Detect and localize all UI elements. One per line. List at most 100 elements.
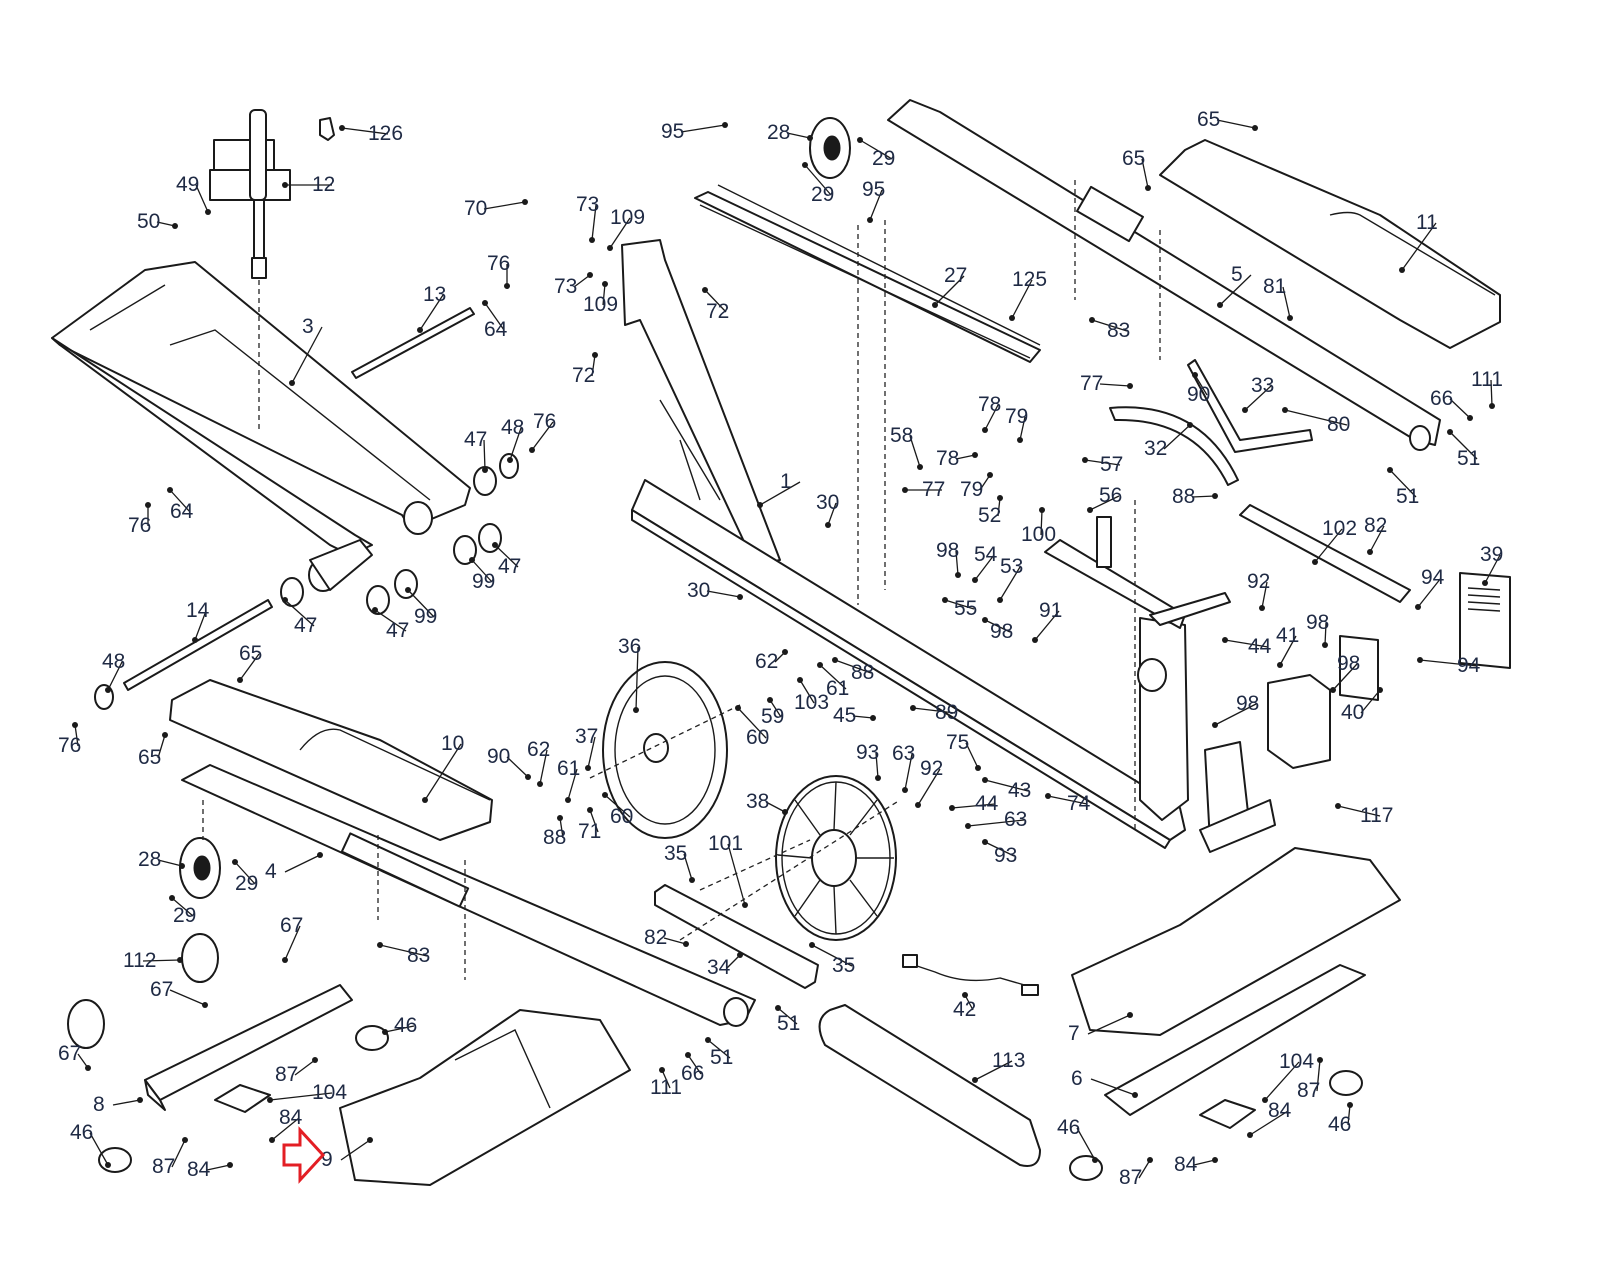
fastener-70 [522, 199, 528, 205]
leader-line-60 [604, 794, 631, 818]
leader-line-28 [786, 132, 811, 139]
part-label-79: 79 [1005, 405, 1028, 428]
fastener-98 [955, 572, 961, 578]
leader-line-104 [269, 1092, 333, 1101]
part-label-65: 65 [138, 746, 161, 769]
fastener-99 [405, 587, 411, 593]
part-label-46: 46 [70, 1121, 93, 1144]
leader-line-90 [506, 756, 529, 778]
fastener-98 [1212, 722, 1218, 728]
part-28-hub-bottom [193, 855, 211, 881]
fastener-13 [417, 327, 423, 333]
fastener-72 [592, 352, 598, 358]
fastener-84 [1247, 1132, 1253, 1138]
fastener-30 [737, 594, 743, 600]
fastener-111 [659, 1067, 665, 1073]
fastener-59 [767, 697, 773, 703]
part-10-footpad [299, 728, 491, 801]
fastener-1 [757, 502, 763, 508]
part-3-groove [89, 284, 431, 501]
part-label-103: 103 [794, 691, 829, 714]
part-label-63: 63 [1004, 808, 1027, 831]
fastener-55 [942, 597, 948, 603]
leader-line-98 [1214, 703, 1257, 726]
leader-line-52 [997, 497, 1001, 517]
part-10-pedal [169, 679, 493, 841]
fastener-63 [965, 823, 971, 829]
part-label-90: 90 [1187, 383, 1210, 406]
leader-line-93 [875, 752, 879, 779]
part-label-30: 30 [816, 491, 839, 514]
part-39-vents [1467, 587, 1501, 612]
fastener-51 [1387, 467, 1393, 473]
part-label-82: 82 [1364, 514, 1387, 537]
fastener-65 [1145, 185, 1151, 191]
part-label-76: 76 [58, 734, 81, 757]
part-label-87: 87 [1297, 1079, 1320, 1102]
part-3-tube-end [403, 501, 433, 535]
part-label-65: 65 [1122, 147, 1145, 170]
part-label-36: 36 [618, 635, 641, 658]
fastener-51 [705, 1037, 711, 1043]
leader-line-45 [852, 715, 874, 719]
leader-line-76 [74, 724, 79, 747]
part-46-foot-b [98, 1147, 132, 1173]
part-label-29: 29 [872, 147, 895, 170]
part-label-64: 64 [484, 318, 508, 341]
fastener-75 [975, 765, 981, 771]
fastener-36 [633, 707, 639, 713]
part-102-bracket [1239, 504, 1411, 603]
part-label-35: 35 [832, 954, 855, 977]
fastener-125 [1009, 315, 1015, 321]
fastener-61 [565, 797, 571, 803]
leader-line-72 [591, 354, 596, 377]
part-label-67: 67 [280, 914, 303, 937]
leader-line-27 [934, 275, 965, 306]
leader-line-57 [1084, 459, 1121, 466]
fastener-88 [1212, 493, 1218, 499]
leader-line-9 [340, 1139, 371, 1161]
part-label-78: 78 [978, 393, 1001, 416]
part-label-125: 125 [1012, 268, 1047, 291]
part-label-98: 98 [1306, 611, 1329, 634]
part-label-93: 93 [994, 844, 1017, 867]
part-label-84: 84 [1268, 1099, 1292, 1122]
leader-line-111 [661, 1069, 671, 1089]
fastener-46 [105, 1162, 111, 1168]
part-1-post-stub [1096, 516, 1112, 568]
part-label-48: 48 [501, 416, 524, 439]
fastener-79 [987, 472, 993, 478]
part-11-pedal [1159, 139, 1501, 349]
part-label-38: 38 [746, 790, 769, 813]
part-label-28: 28 [767, 121, 790, 144]
fastener-30 [825, 522, 831, 528]
part-label-6: 6 [1071, 1067, 1083, 1090]
part-46-foot-a [355, 1025, 389, 1051]
fastener-43 [982, 777, 988, 783]
part-label-57: 57 [1100, 453, 1123, 476]
leader-line-79 [1019, 416, 1026, 441]
leader-line-93 [984, 841, 1015, 857]
leader-line-46 [89, 1132, 109, 1166]
fastener-87 [1317, 1057, 1323, 1063]
part-label-78: 78 [936, 447, 959, 470]
fastener-84 [269, 1137, 275, 1143]
part-label-73: 73 [554, 275, 577, 298]
part-label-53: 53 [1000, 555, 1023, 578]
part-label-34: 34 [707, 956, 731, 979]
fastener-82 [683, 941, 689, 947]
part-label-109: 109 [610, 206, 645, 229]
part-label-72: 72 [706, 300, 729, 323]
part-label-83: 83 [1107, 319, 1130, 342]
fastener-57 [1082, 457, 1088, 463]
leader-line-103 [799, 679, 815, 704]
fastener-51 [1447, 429, 1453, 435]
part-104-plate-left [214, 1084, 271, 1113]
fastener-45 [870, 715, 876, 721]
leader-line-98 [1332, 663, 1358, 691]
leader-line-3 [291, 326, 323, 384]
leader-line-47 [483, 439, 486, 471]
part-36-flywheel-inner [614, 675, 716, 825]
fastener-100 [1039, 507, 1045, 513]
